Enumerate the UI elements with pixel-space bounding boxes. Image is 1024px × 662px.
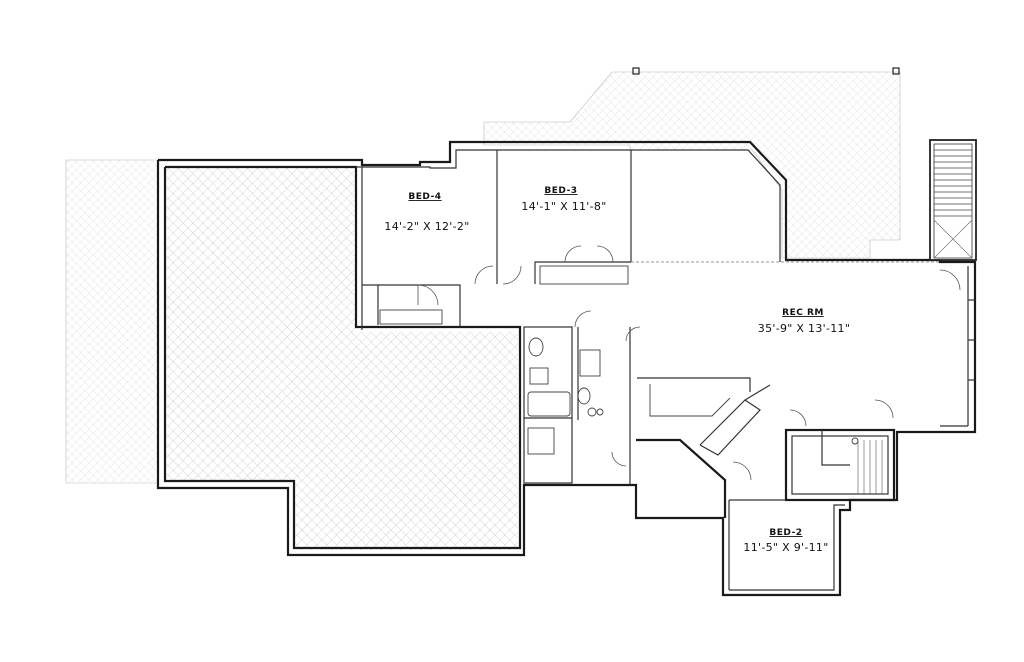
top-deck (483, 71, 901, 259)
unexcavated-area (165, 168, 518, 550)
room-name-bed-4: BED-4 (408, 192, 441, 202)
room-name-bed-3: BED-3 (544, 186, 577, 196)
room-name-rec-rm: REC RM (782, 308, 824, 318)
left-patio (65, 159, 159, 484)
room-dims-bed-3: 14'-1" X 11'-8" (521, 200, 606, 213)
deck-post (632, 67, 640, 75)
doors (417, 245, 961, 481)
room-dims-rec-rm: 35'-9" X 13'-11" (758, 322, 850, 335)
exterior-walls (156, 140, 977, 597)
interior-walls (362, 150, 975, 590)
room-name-bed-2: BED-2 (769, 528, 802, 538)
exterior-stairs (929, 139, 977, 261)
room-dims-bed-4: 14'-2" X 12'-2" (384, 220, 469, 233)
deck-post (892, 67, 900, 75)
room-dims-bed-2: 11'-5" X 9'-11" (743, 541, 828, 554)
